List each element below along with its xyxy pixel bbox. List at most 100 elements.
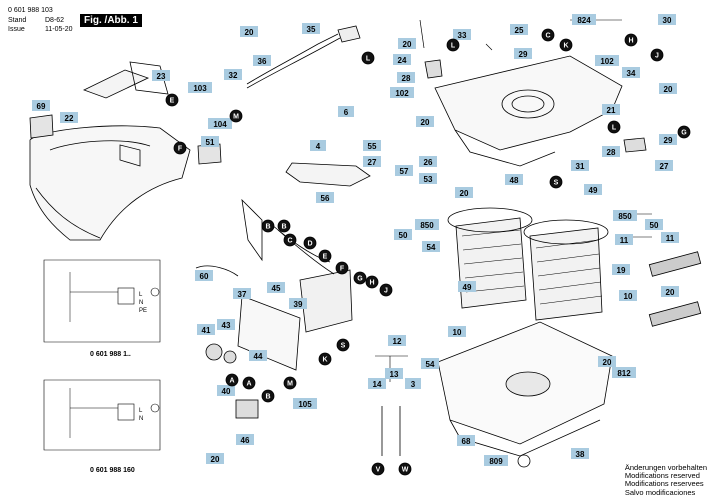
part-tag-label: 38	[576, 450, 585, 459]
motor-head-housing	[29, 125, 191, 241]
part-tag-label: 54	[427, 243, 436, 252]
part-tag: 20	[206, 453, 224, 464]
part-tag-label: 29	[519, 50, 528, 59]
part-tag: 20	[598, 356, 616, 367]
foam-strip-1	[648, 251, 702, 277]
circle-marker: M	[283, 376, 297, 390]
circle-marker-letter: H	[628, 38, 633, 45]
circle-marker-letter: J	[384, 288, 388, 295]
part-tag-label: 35	[307, 25, 316, 34]
part-tag: 54	[421, 358, 439, 369]
part-tag-label: 26	[424, 158, 433, 167]
circle-marker-letter: C	[545, 33, 550, 40]
note-en: Modifications reserved	[624, 471, 700, 481]
part-tag-label: 20	[421, 118, 430, 127]
part-tag: 32	[224, 69, 242, 80]
part-tag: 102	[595, 55, 619, 66]
part-tag: 850	[415, 219, 439, 230]
part-tag: 28	[602, 146, 620, 157]
foam-strip-2	[648, 301, 702, 327]
circle-marker: B	[261, 219, 275, 233]
power-cable	[246, 33, 339, 85]
part-tag-label: 20	[664, 85, 673, 94]
part-tag: 41	[197, 324, 215, 335]
part-tag: 20	[659, 83, 677, 94]
part-tag: 49	[458, 281, 476, 292]
circle-marker-letter: L	[612, 125, 617, 132]
part-tag-label: 20	[460, 189, 469, 198]
part-tag-label: 36	[258, 57, 267, 66]
part-tag-label: 102	[600, 57, 614, 66]
switch-panel	[195, 198, 353, 419]
circle-marker: V	[371, 462, 385, 476]
part-tag: 4	[310, 140, 326, 151]
part-tag: 57	[395, 165, 413, 176]
part-tag: 49	[584, 184, 602, 195]
part-tag-label: 20	[211, 455, 220, 464]
part-tag: 55	[363, 140, 381, 151]
part-tag: 48	[505, 174, 523, 185]
part-tag: 30	[658, 14, 676, 25]
part-tag-label: 20	[666, 288, 675, 297]
wiring-terminal-label: L	[139, 292, 143, 298]
circle-marker: W	[398, 462, 412, 476]
part-tag: 20	[398, 38, 416, 49]
circle-marker-letter: L	[366, 56, 371, 63]
circle-marker-letter: S	[341, 343, 346, 350]
part-tag: 105	[293, 398, 317, 409]
part-tag: 812	[612, 367, 636, 378]
circle-marker-letter: G	[681, 130, 687, 137]
circle-marker-letter: K	[322, 357, 327, 364]
part-tag-label: 31	[576, 162, 585, 171]
note-de: Änderungen vorbehalten	[624, 462, 707, 472]
circle-marker: F	[335, 261, 349, 275]
latch-2	[623, 137, 647, 153]
part-tag: 68	[457, 435, 475, 446]
part-tag-label: 23	[157, 72, 166, 81]
part-tag: 31	[571, 160, 589, 171]
label-plate	[29, 114, 54, 139]
part-tag-label: 12	[393, 337, 402, 346]
circle-marker: C	[283, 233, 297, 247]
part-tag: 50	[394, 229, 412, 240]
part-tag-label: 22	[65, 114, 74, 123]
circle-marker: L	[446, 38, 460, 52]
circle-marker: K	[559, 38, 573, 52]
circle-marker-letter: B	[281, 224, 286, 231]
part-tag-label: 60	[200, 272, 209, 281]
note-fr: Modifications reservees	[624, 479, 704, 489]
part-tag-label: 14	[373, 380, 382, 389]
part-tag-label: 24	[398, 56, 407, 65]
stand-label: Stand	[8, 17, 27, 24]
part-tag: 10	[619, 290, 637, 301]
circle-marker-letter: H	[369, 280, 374, 287]
part-tag-label: 27	[660, 162, 669, 171]
part-tag: 40	[217, 385, 235, 396]
part-tag-label: 20	[245, 28, 254, 37]
part-tag: 69	[32, 100, 50, 111]
part-tag: 24	[393, 54, 411, 65]
part-tag-label: 53	[424, 175, 433, 184]
part-tag: 36	[253, 55, 271, 66]
part-tag: 43	[217, 319, 235, 330]
part-tag: 22	[60, 112, 78, 123]
part-tag: 102	[390, 87, 414, 98]
circle-marker: K	[318, 352, 332, 366]
lid-top	[434, 55, 623, 167]
circle-marker: F	[173, 141, 187, 155]
part-tag: 104	[208, 118, 232, 129]
part-tag-label: 102	[395, 89, 409, 98]
circle-marker: C	[541, 28, 555, 42]
circle-marker: M	[229, 109, 243, 123]
part-tag-label: 50	[650, 221, 659, 230]
part-tag: 850	[613, 210, 637, 221]
circle-marker-letter: V	[376, 467, 381, 474]
part-tag-label: 50	[399, 231, 408, 240]
part-tag-label: 40	[222, 387, 231, 396]
circle-marker: B	[261, 389, 275, 403]
part-tag-label: 34	[627, 69, 636, 78]
